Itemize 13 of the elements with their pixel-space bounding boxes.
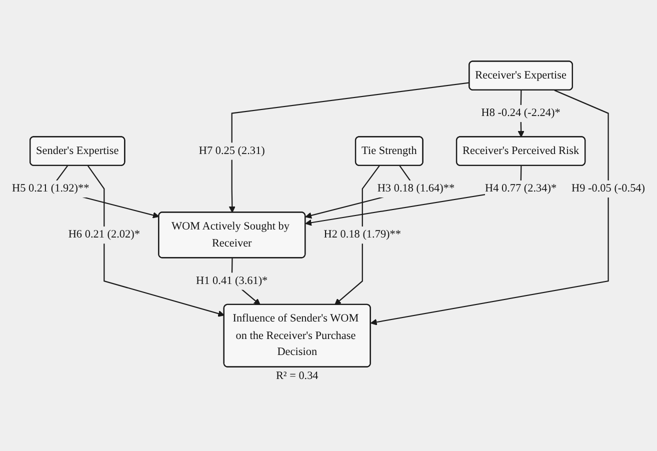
edge-label: H6 0.21 (2.02)*	[68, 228, 140, 241]
arrow	[334, 165, 380, 306]
edge-label: H1 0.41 (3.61)*	[196, 274, 268, 287]
edge-label: H5 0.21 (1.92)**	[12, 182, 90, 195]
arrow	[228, 82, 470, 213]
edge-label: H9 -0.05 (-0.54)	[572, 182, 646, 195]
arrow	[87, 165, 225, 317]
edge-label: H8 -0.24 (-2.24)*	[481, 107, 560, 120]
edge-label: H3 0.18 (1.64)**	[377, 182, 455, 195]
edge-label: H7 0.25 (2.31)	[198, 144, 265, 157]
node-caption: R² = 0.34	[276, 370, 318, 382]
edge-label: H2 0.18 (1.79)**	[324, 228, 401, 241]
edge-label: H4 0.77 (2.34)*	[484, 182, 557, 195]
